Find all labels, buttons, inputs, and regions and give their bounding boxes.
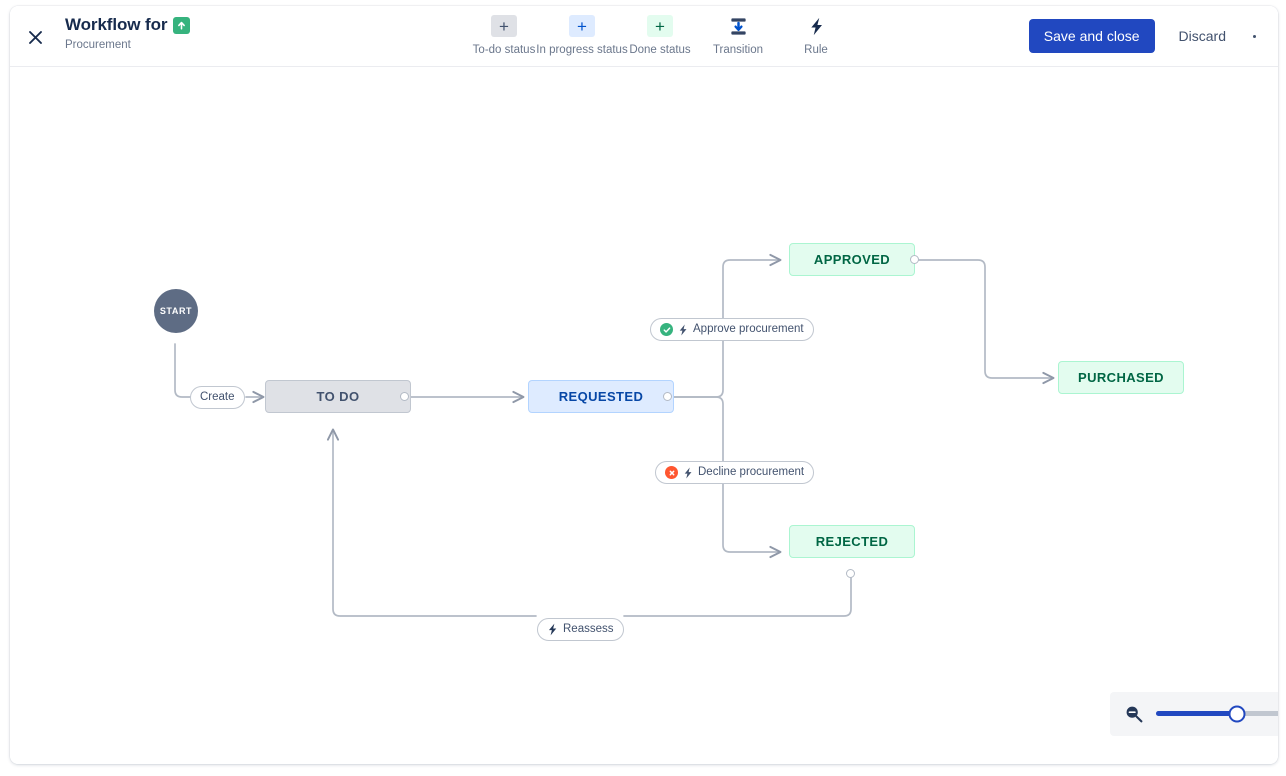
transition-label: Decline procurement bbox=[698, 465, 805, 478]
lightning-bolt-icon bbox=[683, 467, 693, 479]
plus-icon: + bbox=[491, 15, 517, 37]
transition-pill-create[interactable]: Create bbox=[190, 386, 245, 409]
status-node-purchased[interactable]: PURCHASED bbox=[1058, 361, 1184, 394]
add-todo-status-button[interactable]: + To-do status bbox=[465, 13, 543, 57]
transition-icon bbox=[725, 15, 751, 37]
status-node-todo[interactable]: TO DO bbox=[265, 380, 411, 413]
title-row: Workflow for bbox=[65, 14, 191, 36]
transition-pill-approve[interactable]: Approve procurement bbox=[650, 318, 814, 341]
page-subtitle: Procurement bbox=[65, 39, 131, 51]
transition-pill-decline[interactable]: Decline procurement bbox=[655, 461, 815, 484]
lightning-bolt-glyph bbox=[679, 324, 687, 335]
workflow-canvas[interactable]: START TO DO REQUESTED APPROVED REJECTED … bbox=[10, 67, 1278, 764]
edge-reassess-to-todo bbox=[326, 428, 537, 617]
status-node-rejected[interactable]: REJECTED bbox=[789, 525, 915, 558]
add-inprogress-status-button[interactable]: + In progress status bbox=[536, 13, 628, 57]
zoom-slider[interactable] bbox=[1156, 705, 1278, 723]
check-circle-icon bbox=[660, 323, 673, 336]
lightning-bolt-icon bbox=[803, 15, 829, 37]
status-node-approved[interactable]: APPROVED bbox=[789, 243, 915, 276]
zoom-control bbox=[1110, 692, 1278, 736]
discard-button[interactable]: Discard bbox=[1167, 19, 1238, 53]
zoom-slider-fill bbox=[1156, 711, 1237, 716]
lightning-bolt-glyph bbox=[810, 17, 822, 35]
cross-circle-icon bbox=[665, 466, 678, 479]
transition-label: Approve procurement bbox=[693, 322, 804, 335]
arrow-up-badge-icon bbox=[173, 16, 191, 34]
connector-todo-right[interactable] bbox=[400, 392, 409, 401]
tool-label: Rule bbox=[804, 44, 828, 56]
zoom-out-glyph bbox=[1126, 706, 1143, 723]
header-actions: Save and close Discard bbox=[1028, 19, 1266, 53]
add-rule-button[interactable]: Rule bbox=[777, 13, 855, 57]
add-done-status-button[interactable]: + Done status bbox=[621, 13, 699, 57]
editor-toolbar: + To-do status + In progress status + Do… bbox=[465, 13, 855, 57]
connector-rejected-bottom[interactable] bbox=[846, 569, 855, 578]
lightning-bolt-glyph bbox=[684, 467, 692, 478]
plus-icon: + bbox=[647, 15, 673, 37]
edge-approved-to-purchased bbox=[914, 259, 1055, 385]
cross-glyph bbox=[669, 470, 674, 475]
close-icon-glyph bbox=[28, 30, 42, 44]
workflow-editor-window: Workflow for Procurement + To-do status … bbox=[10, 6, 1278, 764]
page-title: Workflow for bbox=[65, 15, 168, 34]
start-node[interactable]: START bbox=[154, 289, 198, 333]
tool-label: To-do status bbox=[472, 44, 536, 56]
status-node-requested[interactable]: REQUESTED bbox=[528, 380, 674, 413]
edge-start-to-create bbox=[174, 343, 192, 398]
transition-label: Reassess bbox=[563, 622, 614, 635]
lightning-bolt-glyph bbox=[548, 623, 557, 636]
lightning-bolt-icon bbox=[547, 623, 558, 636]
editor-header: Workflow for Procurement + To-do status … bbox=[10, 6, 1278, 67]
connector-requested-right[interactable] bbox=[663, 392, 672, 401]
lightning-bolt-icon bbox=[678, 324, 688, 336]
tool-label: In progress status bbox=[536, 44, 628, 56]
arrow-up-glyph bbox=[178, 21, 186, 29]
workflow-edges bbox=[174, 253, 1055, 617]
tool-label: Transition bbox=[712, 44, 764, 56]
tool-label: Done status bbox=[629, 44, 691, 56]
zoom-out-icon[interactable] bbox=[1124, 704, 1144, 724]
add-transition-button[interactable]: Transition bbox=[699, 13, 777, 57]
check-glyph bbox=[663, 326, 670, 333]
zoom-slider-thumb[interactable] bbox=[1228, 705, 1246, 723]
transition-label: Create bbox=[200, 390, 235, 403]
more-dot bbox=[1252, 34, 1256, 38]
transition-glyph bbox=[730, 17, 746, 35]
transition-pill-reassess[interactable]: Reassess bbox=[537, 618, 624, 641]
edge-rejected-to-reassess bbox=[623, 573, 852, 617]
plus-icon: + bbox=[569, 15, 595, 37]
close-icon[interactable] bbox=[18, 20, 52, 54]
connector-approved-right[interactable] bbox=[910, 255, 919, 264]
title-block: Workflow for Procurement bbox=[65, 14, 191, 53]
save-and-close-button[interactable]: Save and close bbox=[1028, 19, 1155, 53]
more-options-icon[interactable] bbox=[1242, 20, 1266, 52]
